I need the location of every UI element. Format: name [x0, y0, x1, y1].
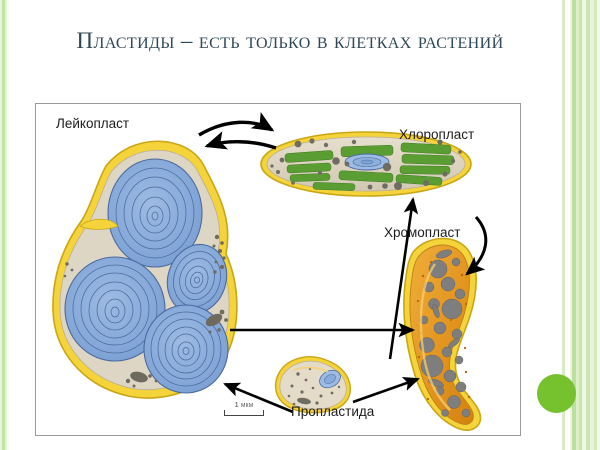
carotenoid-globules — [419, 249, 471, 418]
green-accent-dot — [537, 374, 576, 413]
arrow-proplastid-to-leucoplast — [223, 382, 294, 414]
arrow-proplastid-to-chromoplast — [352, 376, 420, 404]
proplastid-cell-illustration — [274, 356, 351, 414]
arrow-leucoplast-to-chloroplast — [198, 111, 275, 137]
scale-bar: 1 мкм — [224, 402, 264, 416]
left-green-stripe — [0, 0, 9, 450]
proplastid-granules — [287, 367, 341, 406]
starch-grain — [107, 158, 203, 268]
label-proplastid: Пропластида — [291, 404, 375, 419]
plastoglobuli — [63, 234, 228, 388]
slide-title: Пластиды – есть только в клетках растени… — [76, 28, 504, 53]
label-chloroplast: Хлоропласт — [399, 127, 475, 142]
arrow-chloroplast-to-chromoplast — [465, 216, 488, 276]
label-chromoplast: Хромопласт — [384, 225, 461, 240]
scale-bar-label: 1 мкм — [234, 402, 254, 409]
leucoplast-cell-illustration — [52, 140, 238, 399]
starch-grain — [143, 304, 229, 394]
starch-grain — [64, 256, 166, 362]
chloroplast-cell-illustration — [260, 131, 472, 197]
plastoglobuli — [270, 138, 462, 190]
thylakoid-grana — [284, 142, 455, 191]
right-green-stripe — [558, 0, 600, 450]
chromoplast-speckles — [416, 260, 471, 401]
scale-bar-line — [224, 410, 264, 416]
plastid-diagram-panel: Лейкопласт Хлоропласт Хромопласт Проплас… — [35, 103, 521, 436]
plastid-diagram-svg — [52, 111, 488, 431]
arrow-proplastid-to-chloroplast — [388, 196, 419, 360]
chromoplast-cell-illustration — [403, 237, 482, 431]
label-leucoplast: Лейкопласт — [56, 116, 130, 131]
arrow-chloroplast-to-leucoplast — [204, 131, 277, 150]
